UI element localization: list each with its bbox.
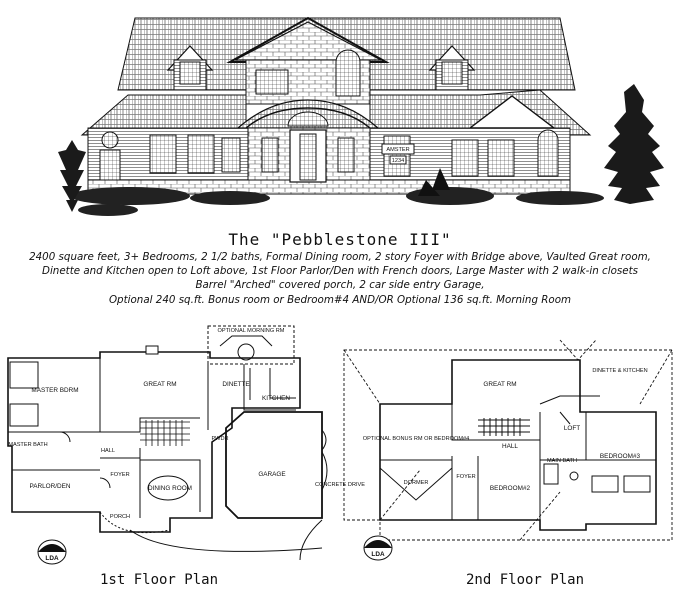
room-dining-room: DINING ROOM — [148, 485, 192, 492]
logo-letters-2: LDA — [371, 551, 385, 558]
room-pwdr: PWDR — [211, 436, 228, 442]
left-tree — [58, 140, 86, 212]
description-line-1: 2400 square feet, 3+ Bedrooms, 2 1/2 bat… — [29, 251, 651, 263]
room-bedroom3: BEDROOM#3 — [600, 453, 641, 460]
room-optional-bonus: OPTIONAL BONUS RM OR BEDROOM#4 — [363, 436, 469, 442]
room-dinette-kitchen: DINETTE & KITCHEN — [592, 368, 647, 374]
room-great-rm: GREAT RM — [143, 381, 176, 388]
room-foyer-2: FOYER — [456, 474, 475, 480]
room-master-bdrm: MASTER BDRM — [31, 387, 78, 394]
logo-letters-1: LDA — [45, 555, 59, 562]
plan-title: The "Pebblestone III" — [228, 230, 452, 249]
room-great-rm-2: GREAT RM — [483, 381, 516, 388]
room-main-bath: MAIN BATH — [547, 458, 577, 464]
room-master-bath: MASTER BATH — [8, 442, 47, 448]
room-optional-morning-rm: OPTIONAL MORNING RM — [218, 328, 285, 334]
description-line-3: Barrel "Arched" covered porch, 2 car sid… — [195, 279, 485, 292]
room-garage: GARAGE — [258, 471, 285, 478]
room-porch: PORCH — [110, 514, 130, 520]
shrubs — [70, 187, 604, 216]
second-floor-caption: 2nd Floor Plan — [466, 572, 585, 588]
label-concrete-drive: CONCRETE DRIVE — [315, 482, 365, 488]
room-hall-2: HALL — [502, 443, 518, 450]
house-number: 1234 — [392, 158, 404, 164]
room-hall-1: HALL — [101, 448, 115, 454]
room-foyer-1: FOYER — [110, 472, 129, 478]
room-dinette: DINETTE — [222, 381, 249, 388]
room-kitchen: KITCHEN — [262, 395, 290, 402]
nameplate: AMSTER — [386, 147, 409, 153]
logo-second-floor: LDA — [363, 535, 393, 561]
description-line-4: Optional 240 sq.ft. Bonus room or Bedroo… — [108, 293, 572, 306]
room-parlor-den: PARLOR/DEN — [29, 483, 70, 490]
room-bedroom2: BEDROOM#2 — [490, 485, 531, 492]
room-dormer: DORMER — [404, 480, 429, 486]
right-tree — [604, 84, 664, 204]
left-dormer — [166, 45, 214, 91]
logo-first-floor: LDA — [37, 539, 67, 565]
description-line-2: Dinette and Kitchen open to Loft above, … — [42, 265, 638, 278]
plan-description: 2400 square feet, 3+ Bedrooms, 2 1/2 bat… — [0, 250, 680, 307]
room-loft: LOFT — [564, 425, 580, 432]
first-floor-caption: 1st Floor Plan — [100, 572, 219, 588]
right-dormer — [428, 45, 476, 91]
